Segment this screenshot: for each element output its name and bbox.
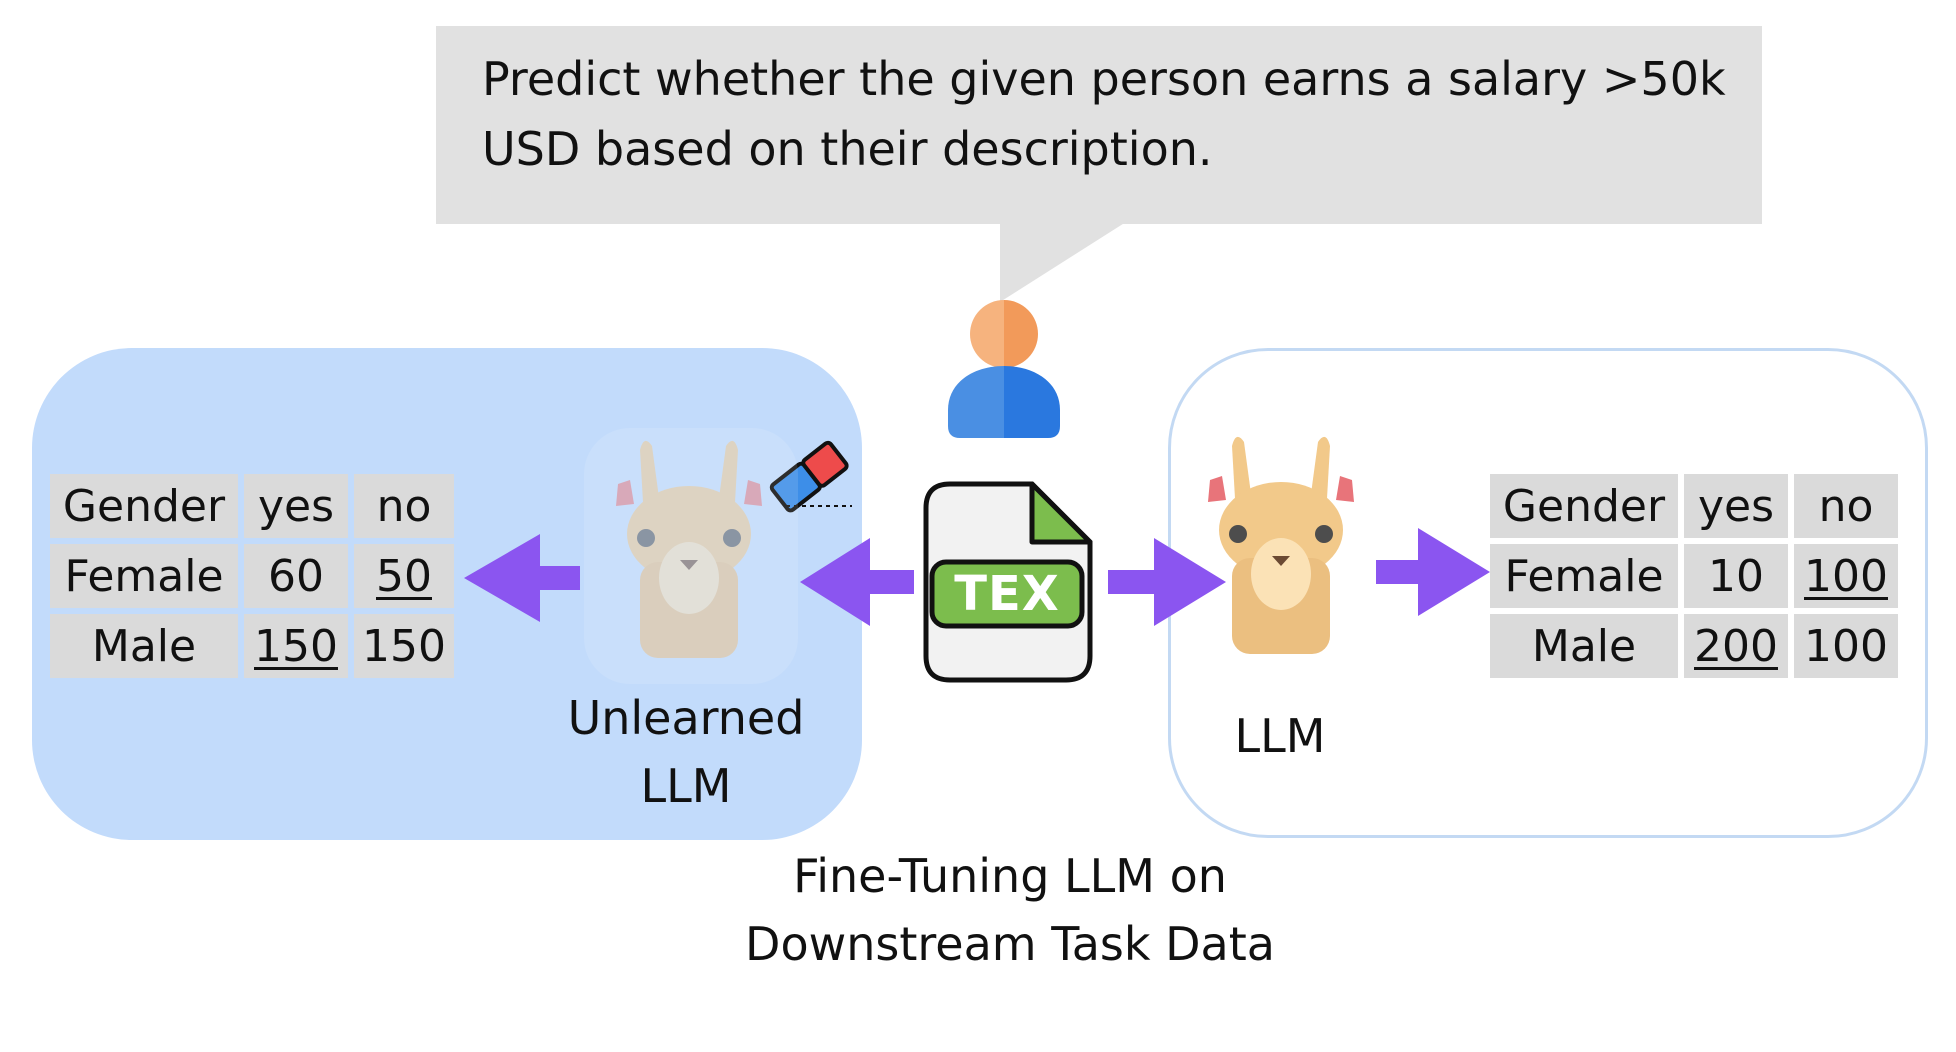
llama-icon [616, 440, 762, 658]
llama-icon [1208, 436, 1354, 654]
cell-yes: 10 [1684, 544, 1788, 608]
cell-yes-value: 200 [1694, 620, 1778, 672]
tex-badge-label: TEX [954, 566, 1060, 622]
prompt-line-1: Predict whether the given person earns a… [482, 52, 1726, 106]
cell-no: 50 [354, 544, 454, 608]
cell-yes: 60 [244, 544, 348, 608]
table-row: Female 10 100 [1490, 544, 1898, 608]
cell-gender: Male [50, 614, 238, 678]
cell-gender: Female [50, 544, 238, 608]
speech-bubble [436, 26, 1762, 224]
cell-no: 100 [1794, 544, 1898, 608]
table-row: Female 60 50 [50, 544, 454, 608]
table-row: Male 150 150 [50, 614, 454, 678]
cell-yes-value: 150 [254, 620, 338, 672]
unlearned-llm-label: Unlearned LLM [536, 684, 836, 820]
eraser-icon [769, 440, 852, 513]
table-header-row: Gender yes no [1490, 474, 1898, 538]
caption-line-2: Downstream Task Data [745, 917, 1275, 971]
cell-gender: Female [1490, 544, 1678, 608]
arrow-right-icon [1108, 538, 1226, 626]
header-yes: yes [244, 474, 348, 538]
arrow-right-icon [1376, 528, 1490, 616]
arrow-left-icon [800, 538, 914, 626]
llm-table: Gender yes no Female 10 100 Male 200 100 [1484, 468, 1904, 684]
caption: Fine-Tuning LLM on Downstream Task Data [640, 842, 1380, 978]
table-header-row: Gender yes no [50, 474, 454, 538]
unlearned-label-line-2: LLM [640, 759, 732, 813]
table-row: Male 200 100 [1490, 614, 1898, 678]
header-no: no [1794, 474, 1898, 538]
arrow-left-icon [464, 534, 580, 622]
prompt-line-2: USD based on their description. [482, 122, 1213, 176]
person-icon [948, 300, 1060, 438]
cell-no-value: 50 [376, 550, 432, 602]
header-no: no [354, 474, 454, 538]
header-yes: yes [1684, 474, 1788, 538]
unlearned-table: Gender yes no Female 60 50 Male 150 150 [44, 468, 460, 684]
cell-yes: 150 [244, 614, 348, 678]
cell-yes: 200 [1684, 614, 1788, 678]
caption-line-1: Fine-Tuning LLM on [793, 849, 1227, 903]
cell-no: 100 [1794, 614, 1898, 678]
llm-label: LLM [1234, 709, 1326, 763]
cell-no-value: 100 [1804, 550, 1888, 602]
cell-no: 150 [354, 614, 454, 678]
unlearned-label-line-1: Unlearned [567, 691, 805, 745]
cell-gender: Male [1490, 614, 1678, 678]
header-gender: Gender [50, 474, 238, 538]
tex-file-icon [923, 481, 1093, 683]
prompt-text: Predict whether the given person earns a… [482, 44, 1752, 184]
header-gender: Gender [1490, 474, 1678, 538]
